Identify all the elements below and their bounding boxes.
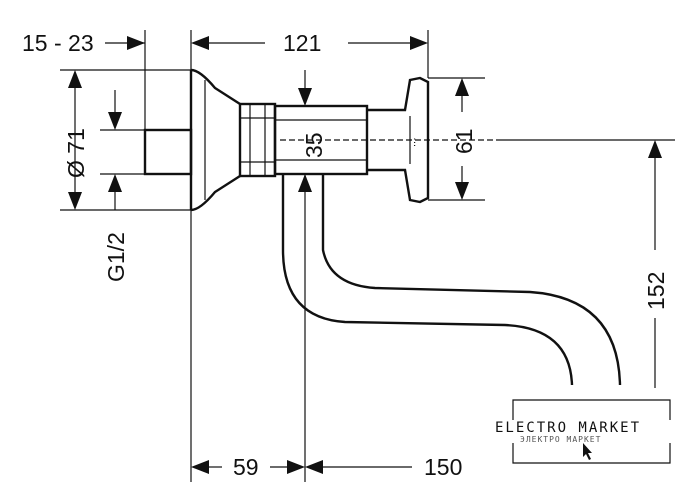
- dim-59-label: 59: [233, 454, 259, 480]
- dim-thread-label: G1/2: [103, 232, 129, 282]
- dim-diameter-71: Ø 71: [63, 70, 89, 210]
- dim-121: 121: [209, 30, 428, 56]
- dim-150-label: 150: [424, 454, 462, 480]
- cursor-icon: [583, 443, 592, 460]
- dim-59: 59: [191, 454, 305, 480]
- watermark-subtitle: ЭЛЕКТРО МАРКЕТ: [520, 435, 601, 444]
- watermark-title: ELECTRO MARKET: [495, 420, 641, 436]
- escutcheon: [189, 68, 241, 212]
- svg-text:ⵗ: ⵗ: [413, 138, 416, 149]
- dim-diameter-71-label: Ø 71: [63, 128, 89, 178]
- dim-61: 61: [451, 78, 477, 200]
- spout: [281, 174, 622, 386]
- dim-150: 150: [305, 454, 462, 480]
- dim-wall-range-label: 15 - 23: [22, 30, 94, 56]
- dim-35: 35: [298, 70, 327, 192]
- hex-nut: [238, 102, 277, 178]
- watermark-logo: ELECTRO MARKET ЭЛЕКТРО МАРКЕТ: [495, 392, 695, 464]
- dim-152-label: 152: [643, 272, 669, 310]
- dim-wall-range: 15 - 23: [22, 30, 209, 56]
- dim-152: 152: [643, 140, 669, 388]
- inlet-stub: [143, 128, 193, 176]
- dim-121-label: 121: [283, 30, 321, 56]
- dim-thread: G1/2: [103, 90, 129, 282]
- extension-lines: [60, 30, 675, 482]
- dim-35-label: 35: [301, 132, 327, 158]
- dim-61-label: 61: [451, 128, 477, 154]
